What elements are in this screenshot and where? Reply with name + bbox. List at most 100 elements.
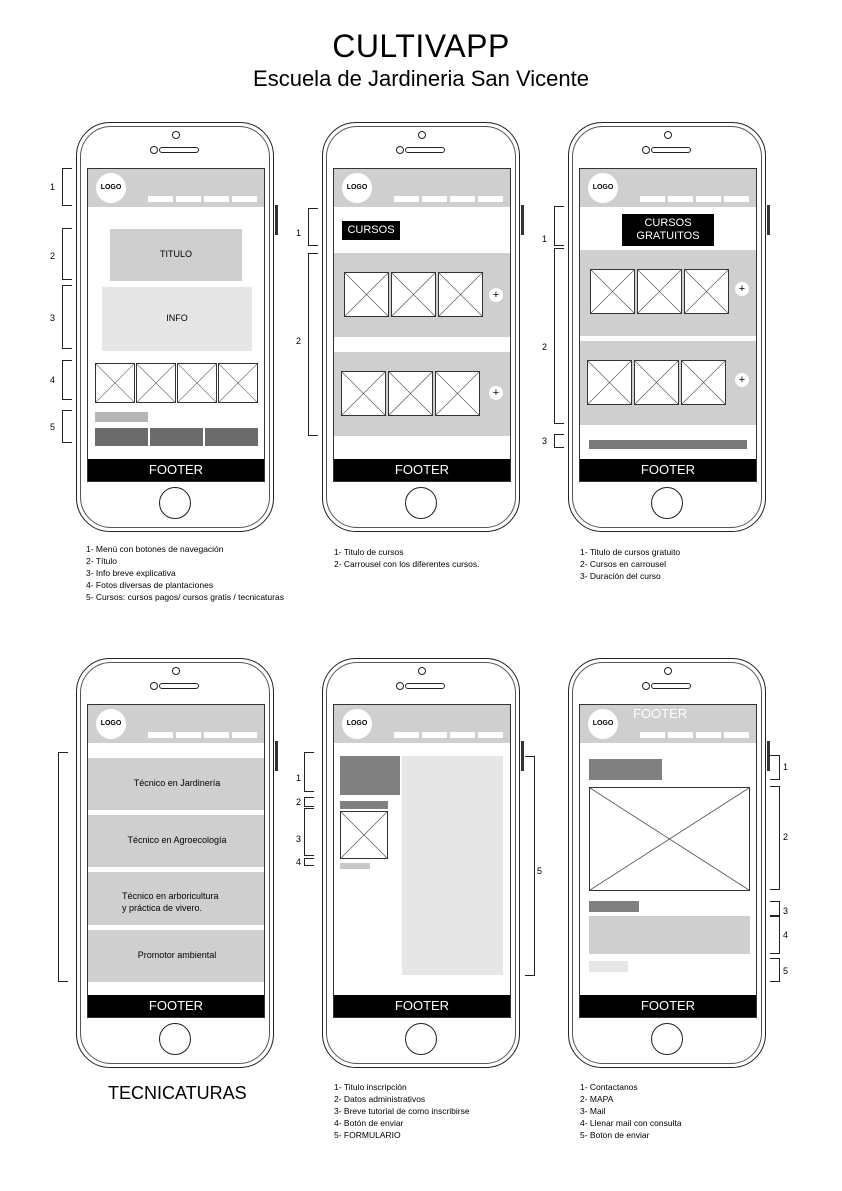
- bracket: [770, 958, 780, 982]
- tutorial-image: [340, 811, 388, 859]
- side-button: [275, 741, 278, 771]
- item-label: Técnico en arboricultura: [122, 891, 219, 901]
- note: 2- Cursos en carrousel: [580, 559, 666, 569]
- speaker-icon: [405, 147, 445, 153]
- tecnicatura-item: Técnico en Jardinería: [88, 758, 264, 810]
- nav-button: [724, 732, 749, 738]
- nav-button: [148, 196, 173, 202]
- footer: FOOTER: [580, 995, 756, 1017]
- plus-icon: +: [489, 386, 503, 400]
- logo: LOGO: [96, 709, 126, 739]
- camera-icon: [664, 667, 672, 675]
- home-button: [405, 487, 437, 519]
- note: 2- Título: [86, 556, 118, 566]
- nav-bar: LOGO: [580, 169, 756, 207]
- carousel-row: +: [580, 250, 756, 336]
- home-button: [651, 1023, 683, 1055]
- carousel-row: +: [334, 352, 510, 436]
- note: 3- Mail: [580, 1106, 606, 1116]
- nav-button: [478, 732, 503, 738]
- course-card: [634, 360, 679, 405]
- speaker-icon: [651, 147, 691, 153]
- image-placeholder: [136, 363, 176, 403]
- notes-list: 1- Menú con botones de navegación 2- Tít…: [86, 543, 284, 603]
- logo: LOGO: [588, 709, 618, 739]
- home-button: [651, 487, 683, 519]
- nav-button: [394, 196, 419, 202]
- phone-cursos-gratuitos: LOGO CURSOS GRATUITOS + + FOOTER: [568, 122, 770, 532]
- plus-icon: +: [735, 373, 749, 387]
- nav-button: [640, 196, 665, 202]
- camera-icon: [172, 131, 180, 139]
- note: 1- Contactanos: [580, 1082, 638, 1092]
- nav-bar: LOGO: [88, 169, 264, 207]
- admin-data-bar: [340, 801, 388, 809]
- course-card: [587, 360, 632, 405]
- bracket: [308, 208, 318, 246]
- bracket: [770, 916, 780, 954]
- camera-icon: [664, 131, 672, 139]
- bracket: [525, 756, 535, 976]
- nav-bar: LOGO FOOTER: [580, 705, 756, 743]
- bracket-number: 1: [50, 182, 56, 192]
- screen: LOGO FOOTER: [333, 704, 511, 1018]
- info-block: INFO: [102, 287, 252, 351]
- item-label: Técnico en Agroecología: [127, 835, 227, 845]
- bracket-number: 1: [783, 762, 789, 772]
- speaker-icon: [159, 683, 199, 689]
- plus-icon: +: [735, 282, 749, 296]
- note: 2- MAPA: [580, 1094, 614, 1104]
- course-card: [391, 272, 436, 317]
- note: 4- Fotos diversas de plantaciones: [86, 580, 214, 590]
- course-card: [438, 272, 483, 317]
- note: 1- Titulo inscripción: [334, 1082, 407, 1092]
- footer: FOOTER: [88, 459, 264, 481]
- camera-icon: [418, 131, 426, 139]
- bracket: [62, 410, 72, 443]
- camera-icon: [172, 667, 180, 675]
- phone-home: LOGO TITULO INFO FOOTER: [76, 122, 278, 532]
- map-placeholder: [589, 787, 750, 891]
- note: 4- Llenar mail con consulta: [580, 1118, 682, 1128]
- bracket-number: 2: [50, 251, 56, 261]
- logo: LOGO: [96, 173, 126, 203]
- notes-list: 1- Titulo de cursos 2- Carrousel con los…: [334, 546, 480, 570]
- notes-list: 1- Titulo inscripción 2- Datos administr…: [334, 1081, 470, 1141]
- inscripcion-title-block: [340, 756, 400, 795]
- nav-overlay-text: FOOTER: [633, 706, 688, 721]
- side-button: [521, 741, 524, 771]
- image-placeholder: [218, 363, 258, 403]
- phone-contacto: LOGO FOOTER FOOTER: [568, 658, 770, 1068]
- message-field: [589, 916, 750, 954]
- home-button: [405, 1023, 437, 1055]
- nav-button: [232, 196, 257, 202]
- side-button: [275, 205, 278, 235]
- note: 5- Cursos: cursos pagos/ cursos gratis /…: [86, 592, 284, 602]
- bracket-number: 5: [50, 422, 56, 432]
- item-label: Técnico en Jardinería: [133, 778, 221, 788]
- nav-button: [696, 732, 721, 738]
- course-card: [637, 269, 682, 314]
- cursos-gratuitos-title: CURSOS GRATUITOS: [622, 214, 714, 246]
- screen: LOGO FOOTER FOOTER: [579, 704, 757, 1018]
- side-button: [767, 205, 770, 235]
- front-sensor-icon: [396, 682, 404, 690]
- note: 1- Titulo de cursos gratuito: [580, 547, 681, 557]
- bracket-number: 2: [296, 797, 302, 807]
- bracket-number: 4: [783, 930, 789, 940]
- bracket: [770, 786, 780, 890]
- home-button: [159, 487, 191, 519]
- duration-bar: [589, 440, 747, 449]
- bracket: [304, 797, 314, 807]
- screen: LOGO TITULO INFO FOOTER: [87, 168, 265, 482]
- bracket-number: 3: [783, 906, 789, 916]
- note: 1- Menú con botones de navegación: [86, 544, 224, 554]
- title-label: TITULO: [159, 249, 192, 259]
- course-card: [388, 371, 433, 416]
- bracket: [62, 285, 72, 349]
- bracket-number: 4: [50, 375, 56, 385]
- send-button: [340, 863, 370, 869]
- nav-button: [422, 196, 447, 202]
- note: 5- FORMULARIO: [334, 1130, 401, 1140]
- note: 1- Titulo de cursos: [334, 547, 404, 557]
